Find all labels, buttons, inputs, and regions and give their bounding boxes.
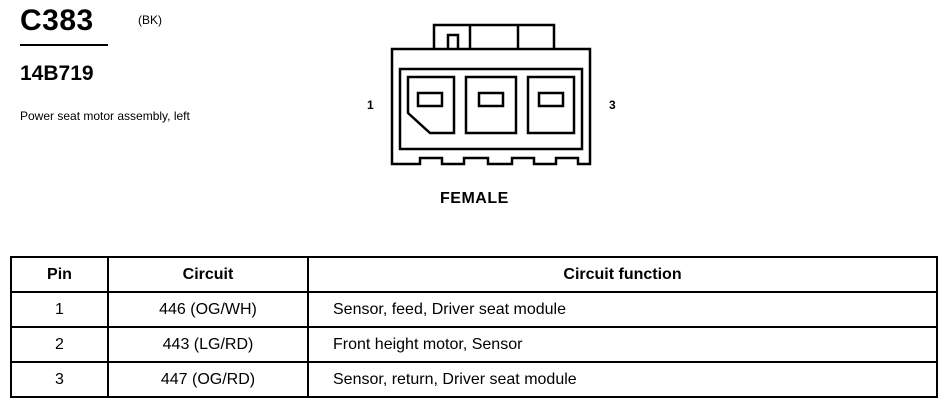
connector-color-code: (BK) — [138, 13, 162, 27]
table-row: 3 447 (OG/RD) Sensor, return, Driver sea… — [10, 361, 938, 398]
part-number: 14B719 — [20, 62, 94, 85]
cell-circuit: 443 (LG/RD) — [107, 326, 309, 363]
connector-inner-shroud — [398, 67, 584, 151]
table-header-row: Pin Circuit Circuit function — [10, 256, 938, 293]
cell-pin: 2 — [10, 326, 109, 363]
table-row: 1 446 (OG/WH) Sensor, feed, Driver seat … — [10, 291, 938, 328]
header-circuit-function: Circuit function — [307, 256, 938, 293]
connector-latch — [432, 23, 556, 49]
header-pin: Pin — [10, 256, 109, 293]
connector-id: C383 — [20, 4, 94, 37]
pin-cavity-1 — [406, 75, 456, 135]
pin-cavity-2 — [464, 75, 518, 135]
connector-face-diagram — [390, 23, 592, 166]
pin-label-left: 1 — [367, 98, 374, 112]
cell-circuit: 447 (OG/RD) — [107, 361, 309, 398]
pin-label-right: 3 — [609, 98, 616, 112]
table-row: 2 443 (LG/RD) Front height motor, Sensor — [10, 326, 938, 363]
cell-circuit-function: Sensor, return, Driver seat module — [307, 361, 938, 398]
connector-body-outline — [390, 47, 592, 166]
connector-description: Power seat motor assembly, left — [20, 109, 190, 123]
pin-cavity-3 — [526, 75, 576, 135]
cell-circuit: 446 (OG/WH) — [107, 291, 309, 328]
header-circuit: Circuit — [107, 256, 309, 293]
cell-pin: 3 — [10, 361, 109, 398]
cell-circuit-function: Front height motor, Sensor — [307, 326, 938, 363]
cell-circuit-function: Sensor, feed, Driver seat module — [307, 291, 938, 328]
header-divider — [20, 44, 108, 46]
cell-pin: 1 — [10, 291, 109, 328]
connector-gender-label: FEMALE — [440, 190, 509, 207]
pinout-table: Pin Circuit Circuit function 1 446 (OG/W… — [10, 256, 938, 398]
